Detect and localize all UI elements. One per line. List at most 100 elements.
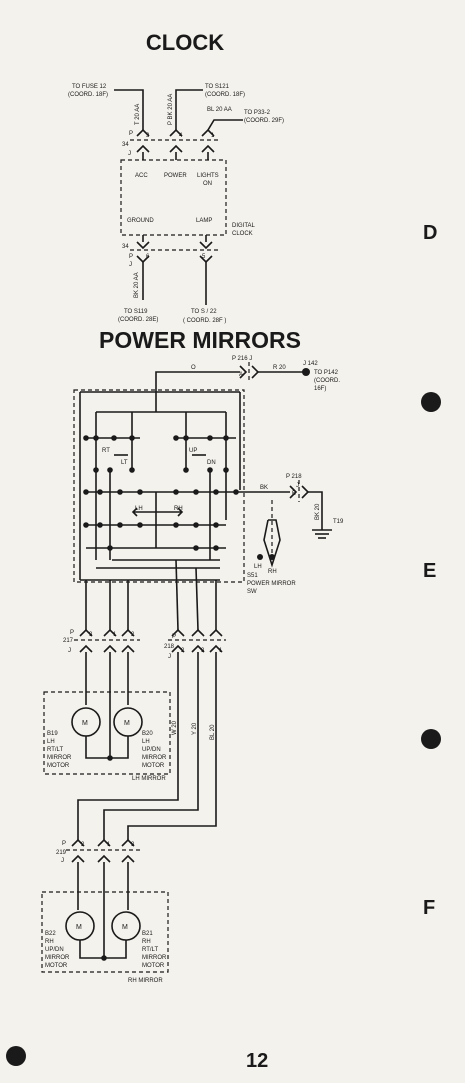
b19-label: B19 (47, 731, 58, 737)
bk20-wire-label: BK 20 AA (134, 272, 140, 298)
lt-label: LT (121, 460, 128, 466)
c217-pin-2: 2 (131, 632, 135, 638)
clock-diagram: TO FUSE 12 (COORD. 18F) TO S121 (COORD. … (68, 84, 284, 324)
on-label: ON (203, 181, 212, 187)
to-s121-coord: (COORD. 18F) (205, 92, 245, 98)
connector-219-label: 219 (56, 850, 67, 856)
connector-217-j-label: J (68, 648, 71, 654)
connector-218-label: 218 (164, 644, 175, 650)
to-s122-label: TO S / 22 (191, 309, 217, 315)
lh-select-label: LH (135, 506, 143, 512)
wire-o-label: O (191, 365, 196, 371)
to-s122-coord: ( COORD. 28F ) (183, 318, 226, 324)
binder-hole-icon (421, 729, 441, 749)
power-mirror-switch-label: POWER MIRROR (247, 581, 296, 587)
to-s121-label: TO S121 (205, 84, 230, 90)
bk20-ground-wire-label: BK 20 (315, 503, 321, 520)
side-label-d: D (423, 222, 438, 244)
pin-a-label: A (239, 372, 243, 378)
b19-line2: RT/LT (47, 747, 63, 753)
c218-pin-1: 1 (219, 648, 223, 654)
connector-j-label: J (296, 483, 299, 489)
lh-position-label: LH (254, 564, 262, 570)
digital-clock-label: CLOCK (232, 231, 253, 237)
c218-pin-3: 3 (201, 648, 205, 654)
lh-mirror-label: LH MIRROR (132, 776, 166, 782)
to-p142-coord: (COORD. (314, 378, 340, 384)
to-p142-coord2: 16F) (314, 386, 326, 392)
motor-b21-m: M (122, 924, 128, 931)
wire-r20-label: R 20 (273, 365, 286, 371)
to-fuse-coord: (COORD. 18F) (68, 92, 108, 98)
to-fuse-label: TO FUSE 12 (72, 84, 107, 90)
to-p33-label: TO P33-2 (244, 110, 271, 116)
b21-line3: MIRROR (142, 955, 167, 961)
rh-position-label: RH (268, 569, 277, 575)
c219-pin-1: 1 (107, 842, 111, 848)
b20-line4: MOTOR (142, 763, 165, 769)
rt-label: RT (102, 448, 110, 454)
b22-line1: RH (45, 939, 54, 945)
connector-219-j-label: J (61, 858, 64, 864)
page-number: 12 (246, 1050, 269, 1072)
motor-b22-m: M (76, 924, 82, 931)
switch-sw-label: SW (247, 589, 257, 595)
connector-218-j-label: J (168, 654, 171, 660)
connector-217-label: 217 (63, 638, 74, 644)
connector-34-bottom-label: 34 (122, 244, 129, 250)
connector-j-label: J (128, 151, 131, 157)
rh-mirror-label: RH MIRROR (128, 978, 163, 984)
c217-pin-3: 3 (89, 632, 93, 638)
connector-218-top-label: P 218 (286, 474, 302, 480)
y20-wire-label: Y 20 (192, 722, 198, 735)
b21-line4: MOTOR (142, 963, 165, 969)
b20-line2: UP/DN (142, 747, 161, 753)
motor-b20-m: M (124, 720, 130, 727)
binder-hole-icon (6, 1046, 26, 1066)
b22-line4: MOTOR (45, 963, 68, 969)
connector-216-label: P 216 J (232, 356, 252, 362)
binder-hole-icon (421, 392, 441, 412)
acc-label: ACC (135, 173, 148, 179)
pin-4-label: 4 (179, 133, 183, 139)
side-label-e: E (423, 560, 437, 582)
dn-label: DN (207, 460, 216, 466)
c218-pin-2: 2 (181, 648, 185, 654)
connector-217-p-label: P (70, 630, 74, 636)
to-s119-coord: (COORD. 28E) (118, 317, 158, 323)
connector-219-p-label: P (62, 841, 66, 847)
b20-line1: LH (142, 739, 150, 745)
to-p33-coord: (COORD. 29F) (244, 118, 284, 124)
clock-title: CLOCK (145, 30, 225, 55)
connector-218-p-label: P (172, 634, 176, 640)
bl20-wire-label: BL 20 (210, 724, 216, 740)
connector-p-bottom-label: P (129, 254, 133, 260)
up-label: UP (189, 448, 197, 454)
lights-label: LIGHTS (197, 173, 219, 179)
connector-j-bottom-label: J (129, 262, 132, 268)
b21-line1: RH (142, 939, 151, 945)
to-p142-label: TO P142 (314, 370, 339, 376)
side-label-f: F (423, 897, 436, 919)
ground-label: GROUND (127, 218, 154, 224)
bk-wire-label: BK (260, 485, 268, 491)
power-label: POWER (164, 173, 187, 179)
pin-b-label: B (292, 491, 296, 497)
pin-6-label: 6 (146, 254, 150, 260)
t19-label: T19 (333, 519, 344, 525)
c219-pin-3: 3 (131, 842, 135, 848)
connector-34-label: 34 (122, 142, 129, 148)
t20-wire-label: T 20 AA (135, 104, 141, 125)
pbk20-wire-label: P BK 20 AA (168, 94, 174, 125)
power-mirrors-title: POWER MIRRORS (99, 327, 301, 353)
pin-1-label: 1 (211, 133, 215, 139)
b22-line3: MIRROR (45, 955, 70, 961)
pin-5-label: 5 (202, 254, 206, 260)
digital-label: DIGITAL (232, 223, 256, 229)
c217-pin-1: 1 (113, 632, 117, 638)
s51-label: S51 (247, 573, 258, 579)
to-s119-label: TO S119 (124, 309, 148, 315)
b21-line2: RT/LT (142, 947, 158, 953)
b22-label: B22 (45, 931, 56, 937)
